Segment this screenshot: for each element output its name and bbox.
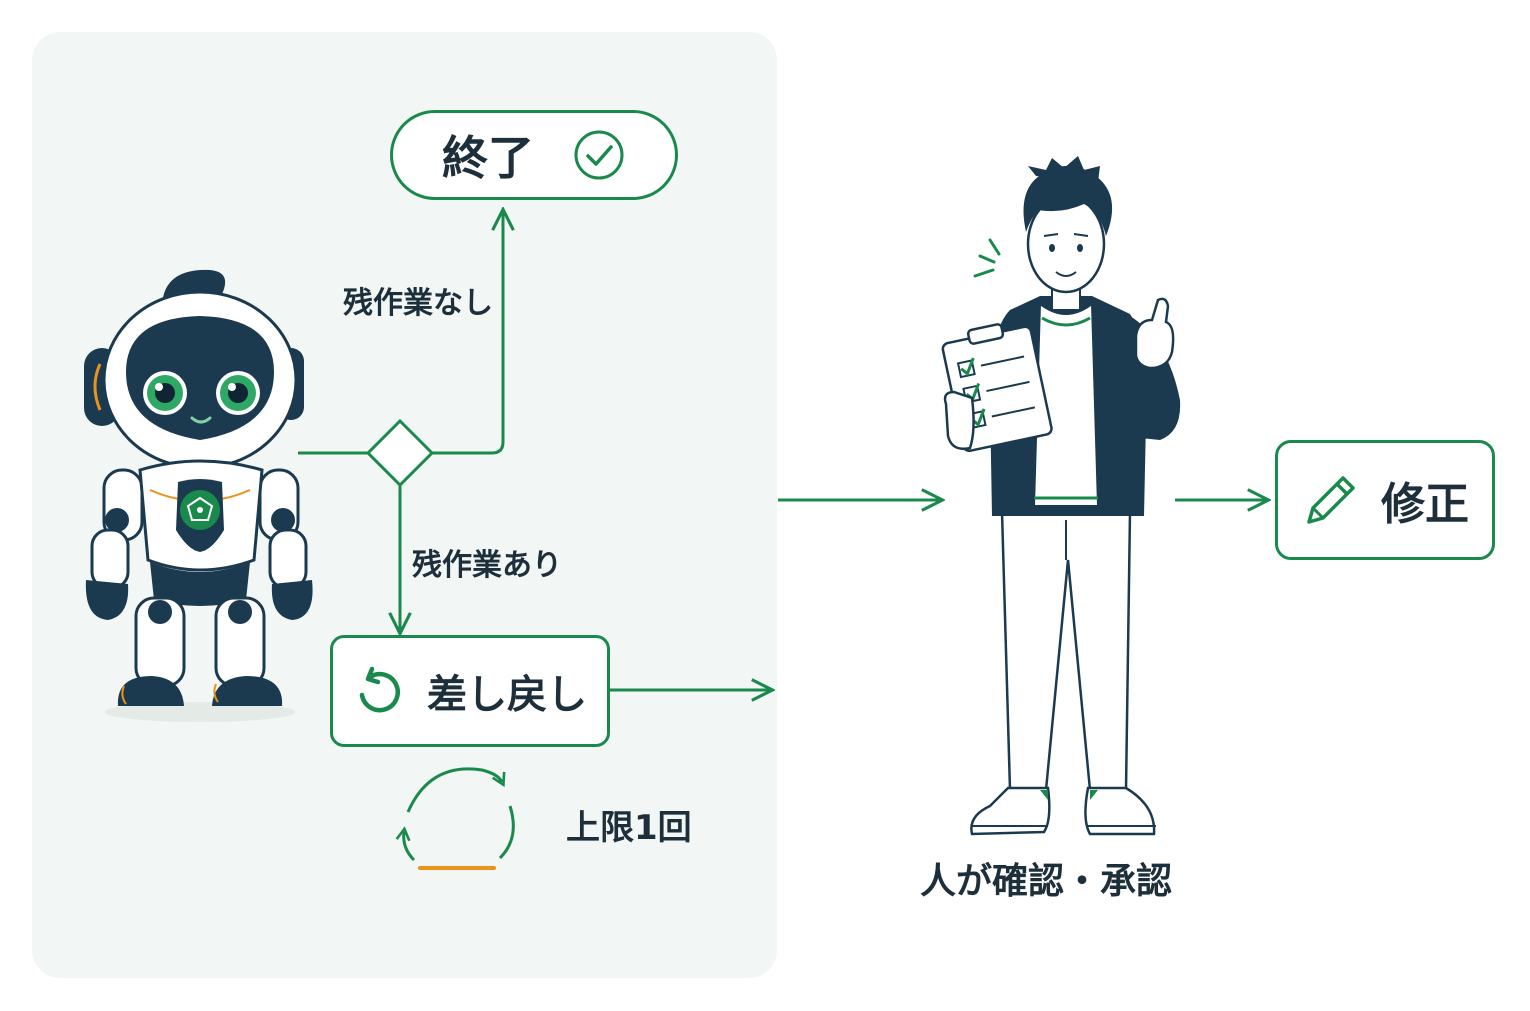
edge-label-no-remaining: 残作業なし (343, 286, 493, 321)
end-label: 終了 (442, 131, 534, 185)
loop-limit-label: 上限1回 (566, 808, 692, 848)
pencil-icon (1301, 470, 1361, 530)
human-review-label: 人が確認・承認 (920, 861, 1173, 902)
return-label: 差し戻し (427, 672, 587, 718)
edge-no-remaining (432, 212, 503, 455)
check-circle-icon (572, 128, 626, 182)
end-node: 終了 (390, 110, 678, 200)
fix-label: 修正 (1381, 479, 1469, 530)
fix-node: 修正 (1275, 440, 1495, 560)
undo-icon (353, 665, 405, 717)
edge-label-has-remaining: 残作業あり (412, 548, 562, 583)
return-node: 差し戻し (330, 635, 610, 747)
